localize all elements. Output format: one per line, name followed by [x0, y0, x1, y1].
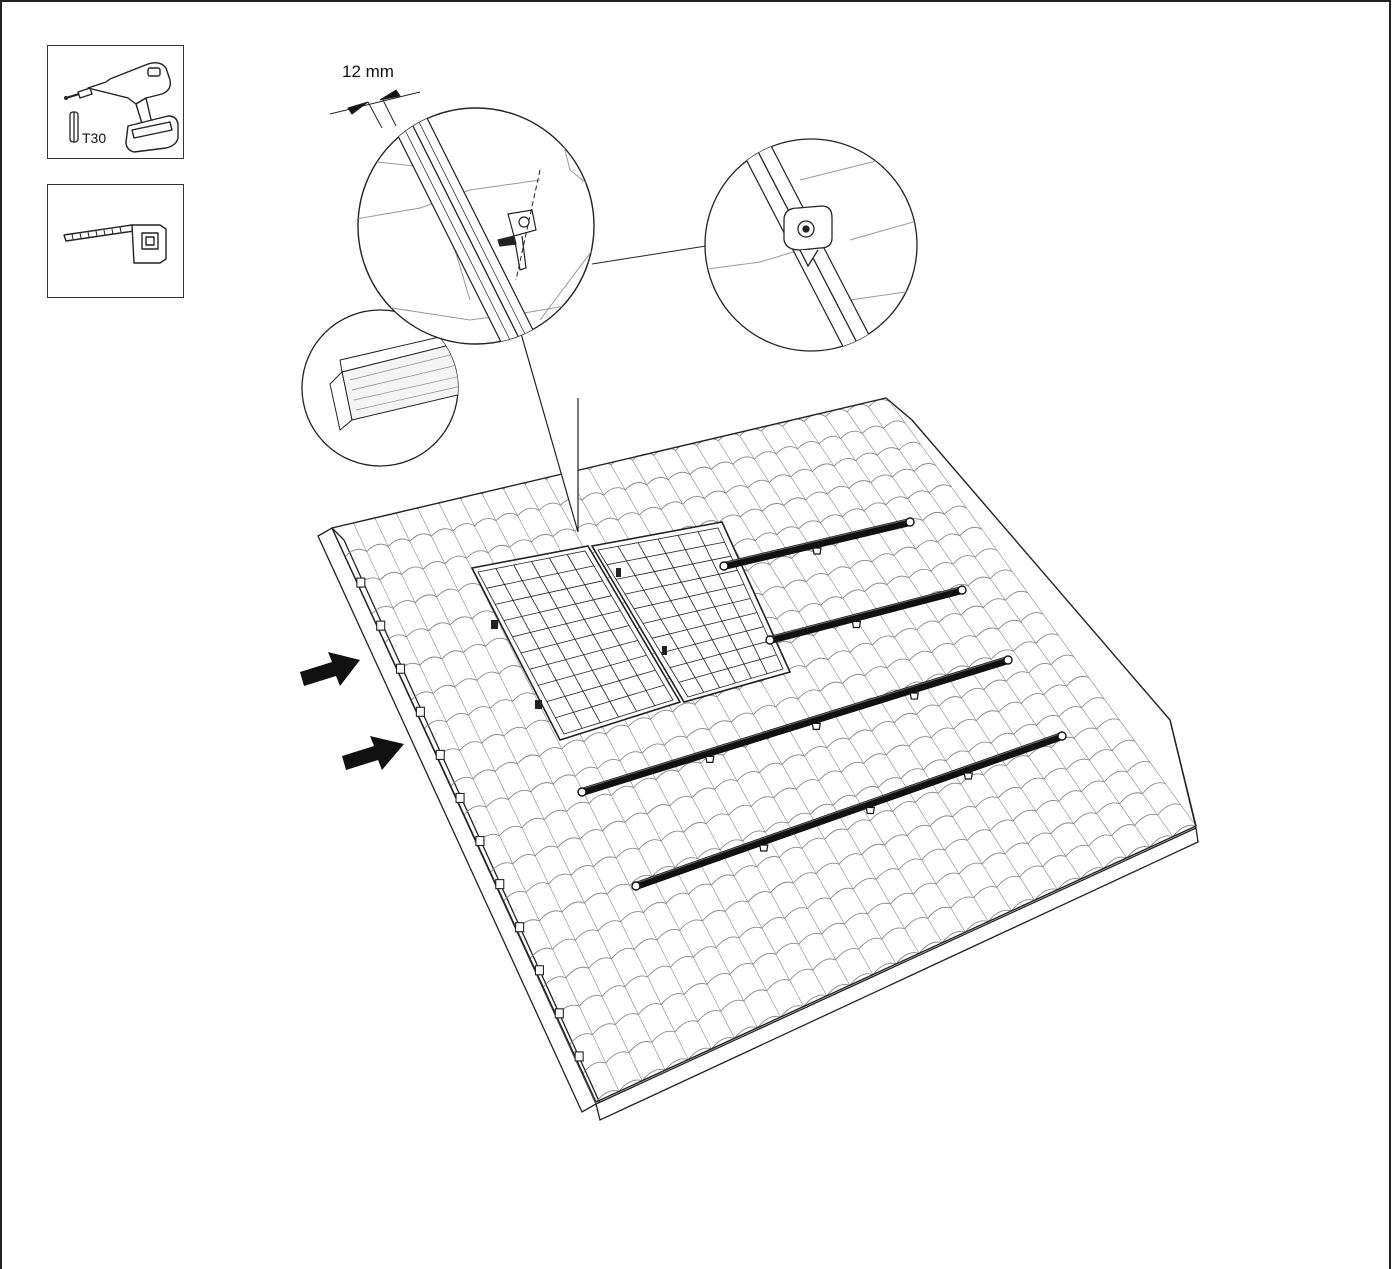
roof-hook	[475, 835, 485, 847]
drill-tool-box: T30	[47, 45, 184, 159]
cell-line	[633, 584, 745, 610]
cell-line	[503, 595, 612, 621]
cell-line	[651, 612, 758, 639]
roof-hook	[554, 1008, 564, 1019]
rail-roof-hook	[963, 772, 973, 780]
rail-end-cap	[631, 881, 641, 891]
cell-line	[624, 569, 738, 595]
roof-hook	[574, 1051, 584, 1062]
tile-rib	[803, 421, 1104, 869]
tile-rib	[374, 518, 643, 1081]
tile-rib	[868, 406, 1174, 837]
cell-line	[642, 598, 751, 624]
tile-rib	[696, 445, 989, 922]
roof-hook	[455, 792, 465, 804]
roof-hook	[395, 663, 406, 674]
dimension-indicator	[329, 89, 421, 129]
tape-measure-tool-box	[47, 184, 184, 298]
cell-line	[529, 640, 638, 670]
cordless-drill-icon	[64, 61, 179, 153]
roof-tiles	[331, 399, 1196, 1102]
dimension-label: 12 mm	[342, 62, 394, 81]
tile-rib	[439, 503, 712, 1050]
rail-end-cap	[1003, 655, 1013, 665]
direction-arrows	[300, 652, 404, 770]
tape-measure-icon	[63, 224, 167, 264]
tile-rib	[353, 523, 620, 1092]
mounting-rail	[577, 655, 1013, 797]
cell-line	[660, 626, 764, 654]
rail-roof-hook	[812, 547, 822, 555]
rail-end-cap	[905, 517, 915, 527]
roof-hook	[415, 706, 425, 717]
rail-roof-hook	[909, 692, 919, 700]
tile-rib	[760, 430, 1058, 890]
cell-line	[555, 684, 665, 719]
tile-rib	[825, 416, 1128, 859]
roof-hook	[534, 965, 545, 976]
roof-hook	[495, 879, 505, 890]
cell-line	[520, 625, 630, 654]
detail-connector	[591, 245, 707, 265]
cell-line	[606, 541, 725, 566]
rail-end-cap	[577, 787, 587, 797]
panel-clamps	[491, 568, 667, 709]
mounting-rail	[765, 585, 967, 645]
rail-end-cap	[1057, 731, 1067, 741]
rail-end-cap	[957, 585, 967, 595]
solar-panel-right	[590, 521, 792, 703]
arrow-lower	[342, 736, 404, 770]
tile-rib	[846, 411, 1151, 848]
rail-roof-hook	[759, 844, 769, 852]
cell-line	[615, 555, 732, 580]
cell-line	[546, 669, 656, 702]
solar-panel-left	[470, 545, 682, 741]
roof-outline	[331, 397, 1197, 1103]
roof-hook	[356, 577, 366, 588]
roof-hook	[435, 749, 445, 760]
bit-size-label: T30	[82, 130, 107, 146]
tile-rib	[889, 401, 1196, 827]
arrow-upper	[300, 652, 360, 686]
cell-line	[512, 610, 621, 638]
cell-line	[495, 580, 603, 605]
clamp-detail	[704, 138, 918, 352]
tile-rib	[417, 508, 689, 1060]
rail-roof-hook	[705, 755, 715, 763]
rail-roof-hook	[811, 722, 822, 730]
roof-hook	[376, 620, 386, 631]
mounting-rail	[719, 517, 915, 571]
rail-end-cap	[719, 561, 729, 571]
mounting-rails	[577, 517, 1067, 891]
rail-end-cap	[765, 635, 775, 645]
rail-roof-hook	[865, 806, 876, 815]
cell-line	[669, 640, 771, 668]
tile-rib	[782, 426, 1081, 880]
mounting-rail	[631, 731, 1067, 891]
tile-rib	[718, 440, 1012, 912]
cell-line	[678, 654, 777, 683]
rail-profile-detail	[301, 309, 459, 467]
rail-roof-hook	[851, 620, 862, 629]
tile-rib	[739, 435, 1035, 901]
cell-line	[538, 654, 647, 686]
callout-pointer	[519, 329, 579, 533]
roof-hook	[515, 922, 525, 933]
cell-line	[486, 565, 594, 589]
edge-roof-hooks	[356, 577, 584, 1062]
tile-rib	[396, 513, 666, 1071]
